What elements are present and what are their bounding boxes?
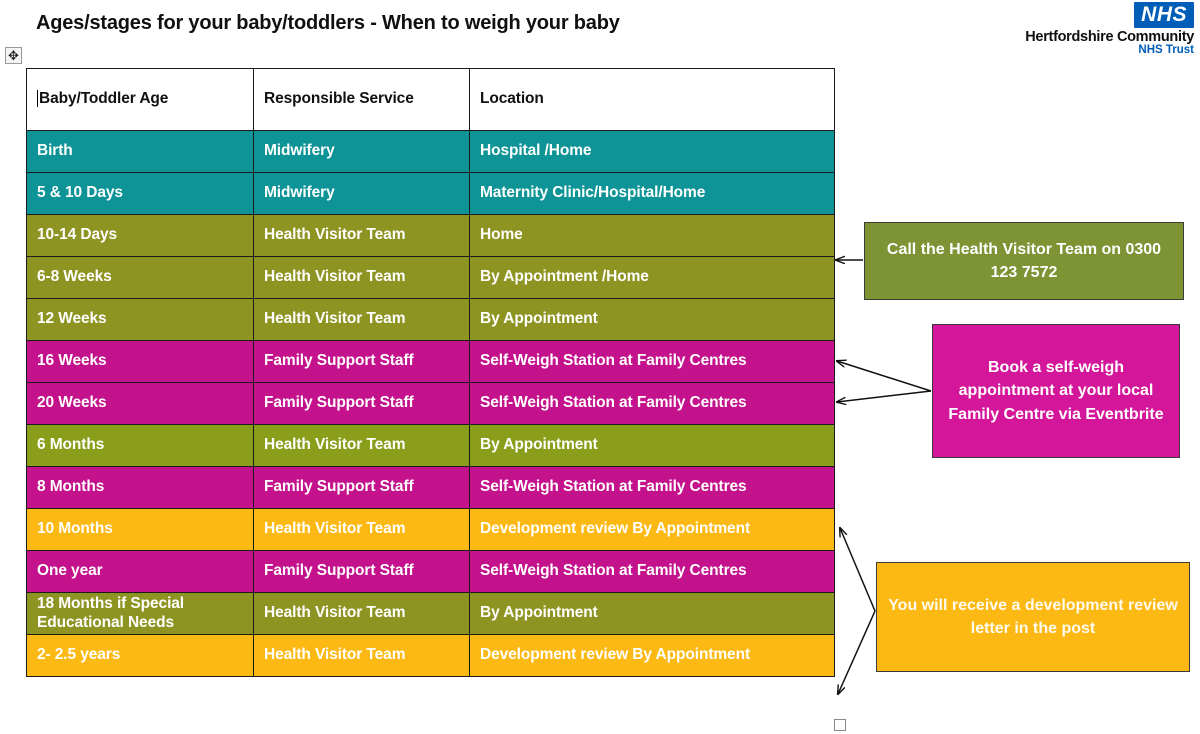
- table-row[interactable]: 6-8 Weeks Health Visitor Team By Appoint…: [26, 256, 835, 299]
- weighing-schedule-table: Baby/Toddler Age Responsible Service Loc…: [26, 68, 835, 677]
- cell-location: Development review By Appointment: [469, 508, 835, 551]
- cell-service: Health Visitor Team: [253, 508, 470, 551]
- cell-service: Health Visitor Team: [253, 256, 470, 299]
- table-row[interactable]: 5 & 10 Days Midwifery Maternity Clinic/H…: [26, 172, 835, 215]
- callout-health-visitor[interactable]: Call the Health Visitor Team on 0300 123…: [864, 222, 1184, 300]
- table-row[interactable]: 10-14 Days Health Visitor Team Home: [26, 214, 835, 257]
- column-header-location[interactable]: Location: [469, 68, 835, 131]
- table-row[interactable]: 18 Months if Special Educational Needs H…: [26, 592, 835, 635]
- callout-self-weigh[interactable]: Book a self-weigh appointment at your lo…: [932, 324, 1180, 458]
- nhs-logo: NHS Hertfordshire Community NHS Trust: [1004, 2, 1194, 56]
- table-row[interactable]: 6 Months Health Visitor Team By Appointm…: [26, 424, 835, 467]
- cell-age: 12 Weeks: [26, 298, 254, 341]
- cell-service: Health Visitor Team: [253, 592, 470, 635]
- cell-age: 10 Months: [26, 508, 254, 551]
- column-header-age-label: Baby/Toddler Age: [39, 90, 169, 108]
- cell-location: By Appointment: [469, 424, 835, 467]
- cell-location: By Appointment: [469, 592, 835, 635]
- cell-age: 10-14 Days: [26, 214, 254, 257]
- arrow-development-upper: [840, 528, 876, 612]
- cell-location: Hospital /Home: [469, 130, 835, 173]
- cell-location: Self-Weigh Station at Family Centres: [469, 466, 835, 509]
- table-header-row: Baby/Toddler Age Responsible Service Loc…: [26, 68, 835, 131]
- cell-location: By Appointment /Home: [469, 256, 835, 299]
- cell-age: Birth: [26, 130, 254, 173]
- cell-age: 6-8 Weeks: [26, 256, 254, 299]
- text-cursor-icon: [37, 90, 38, 108]
- cell-age: 20 Weeks: [26, 382, 254, 425]
- table-resize-handle-icon[interactable]: [834, 719, 846, 731]
- cell-age: 5 & 10 Days: [26, 172, 254, 215]
- cell-location: Maternity Clinic/Hospital/Home: [469, 172, 835, 215]
- cell-age: 2- 2.5 years: [26, 634, 254, 677]
- nhs-wordmark: NHS: [1134, 2, 1194, 28]
- cell-location: Self-Weigh Station at Family Centres: [469, 382, 835, 425]
- cell-service: Health Visitor Team: [253, 298, 470, 341]
- cell-service: Family Support Staff: [253, 466, 470, 509]
- cell-service: Midwifery: [253, 172, 470, 215]
- cell-service: Health Visitor Team: [253, 214, 470, 257]
- table-row[interactable]: Birth Midwifery Hospital /Home: [26, 130, 835, 173]
- cell-age: One year: [26, 550, 254, 593]
- cell-location: Self-Weigh Station at Family Centres: [469, 550, 835, 593]
- table-row[interactable]: 12 Weeks Health Visitor Team By Appointm…: [26, 298, 835, 341]
- cell-age: 8 Months: [26, 466, 254, 509]
- table-row[interactable]: 10 Months Health Visitor Team Developmen…: [26, 508, 835, 551]
- cell-service: Family Support Staff: [253, 382, 470, 425]
- table-row[interactable]: 8 Months Family Support Staff Self-Weigh…: [26, 466, 835, 509]
- callout-development-letter[interactable]: You will receive a development review le…: [876, 562, 1190, 672]
- cell-service: Family Support Staff: [253, 340, 470, 383]
- cell-age: 16 Weeks: [26, 340, 254, 383]
- cell-service: Midwifery: [253, 130, 470, 173]
- cell-location: By Appointment: [469, 298, 835, 341]
- cell-age: 6 Months: [26, 424, 254, 467]
- cell-location: Home: [469, 214, 835, 257]
- cell-service: Family Support Staff: [253, 550, 470, 593]
- cell-service: Health Visitor Team: [253, 424, 470, 467]
- column-header-service[interactable]: Responsible Service: [253, 68, 470, 131]
- cell-location: Self-Weigh Station at Family Centres: [469, 340, 835, 383]
- table-move-handle-icon[interactable]: ✥: [5, 47, 22, 64]
- cell-service: Health Visitor Team: [253, 634, 470, 677]
- nhs-org-name: Hertfordshire Community: [1025, 29, 1194, 45]
- nhs-trust-label: NHS Trust: [1138, 44, 1194, 56]
- table-row[interactable]: 16 Weeks Family Support Staff Self-Weigh…: [26, 340, 835, 383]
- page-title: Ages/stages for your baby/toddlers - Whe…: [36, 12, 620, 34]
- column-header-age[interactable]: Baby/Toddler Age: [26, 68, 254, 131]
- arrow-self-weigh-upper: [837, 361, 932, 392]
- table-row[interactable]: 2- 2.5 years Health Visitor Team Develop…: [26, 634, 835, 677]
- arrow-self-weigh-lower: [837, 390, 932, 402]
- cell-location: Development review By Appointment: [469, 634, 835, 677]
- table-row[interactable]: 20 Weeks Family Support Staff Self-Weigh…: [26, 382, 835, 425]
- arrow-development-lower: [838, 610, 876, 694]
- table-row[interactable]: One year Family Support Staff Self-Weigh…: [26, 550, 835, 593]
- cell-age: 18 Months if Special Educational Needs: [26, 592, 254, 635]
